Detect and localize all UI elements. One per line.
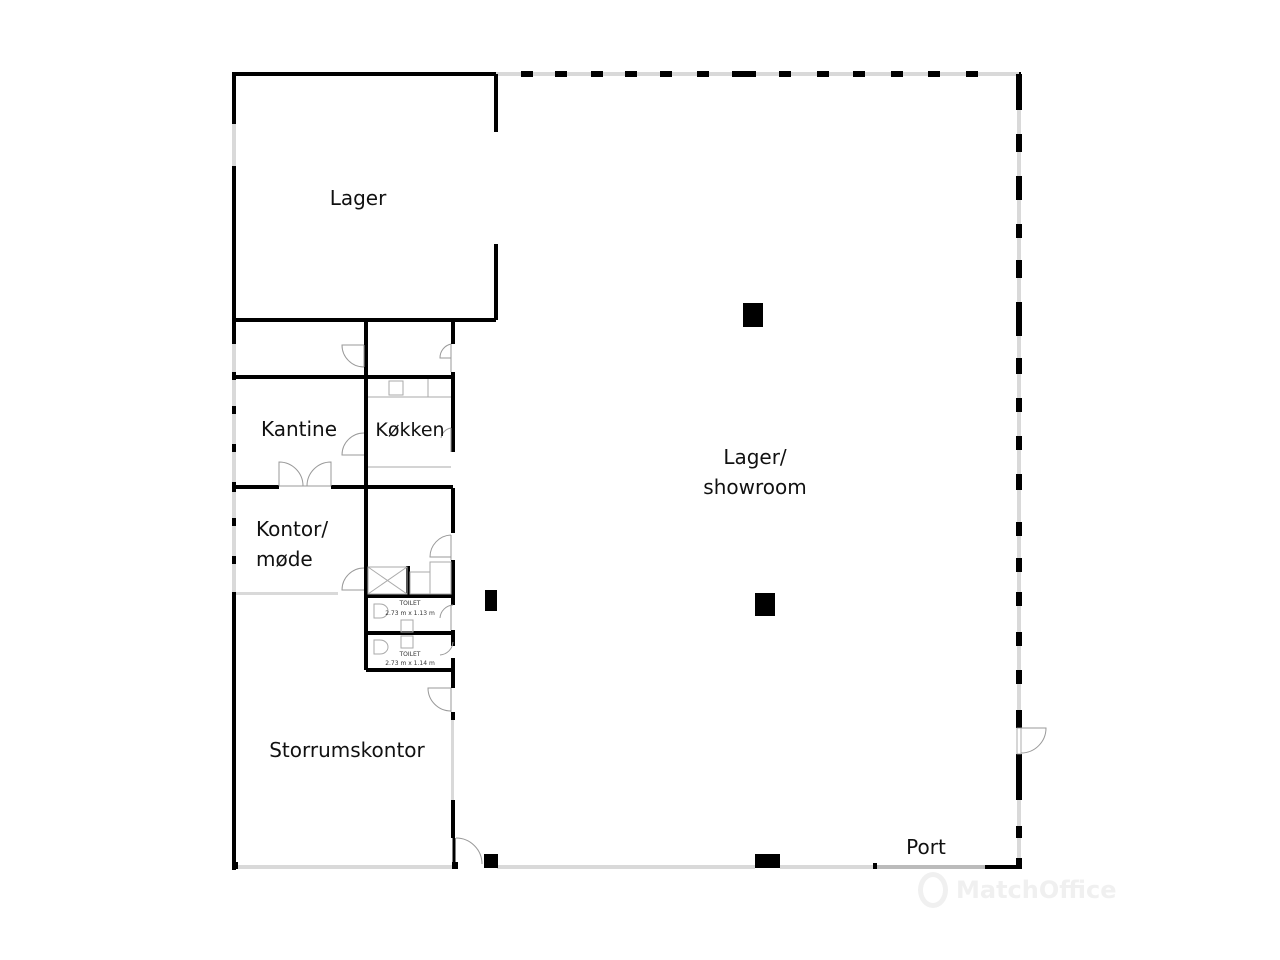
doors — [278, 343, 454, 712]
right-window-strip — [1016, 74, 1047, 869]
watermark: MatchOffice — [918, 872, 1117, 908]
room-label-kontor: Kontor/ møde — [256, 517, 329, 571]
column — [485, 590, 497, 611]
toilet-1-label: TOILET — [399, 600, 421, 607]
location-pin-icon — [918, 872, 948, 908]
kontor-partition-window — [234, 592, 338, 596]
room-label-kantine: Kantine — [260, 417, 338, 441]
columns — [484, 303, 780, 868]
room-label-storrumskontor: Storrumskontor — [269, 738, 425, 762]
room-label-showroom: Lager/ showroom — [703, 445, 807, 499]
column — [755, 593, 775, 616]
storrum-glass-wall — [451, 720, 454, 800]
top-window-strip — [496, 71, 1019, 77]
toilet-1-dimensions: 2.73 m x 1.13 m — [385, 610, 435, 617]
column — [755, 854, 780, 868]
interior-walls — [234, 74, 498, 838]
bottom-window-strip — [232, 837, 985, 869]
room-label-port: Port — [906, 835, 946, 859]
fixtures — [367, 379, 452, 655]
room-label-lager: Lager — [329, 186, 387, 210]
column — [743, 303, 763, 327]
column — [484, 854, 498, 868]
room-label-kokken: Køkken — [375, 419, 445, 441]
left-window-strip — [232, 124, 236, 592]
watermark-text: MatchOffice — [956, 876, 1117, 904]
toilet-2-dimensions: 2.73 m x 1.14 m — [385, 660, 435, 667]
toilet-2-label: TOILET — [399, 651, 421, 658]
